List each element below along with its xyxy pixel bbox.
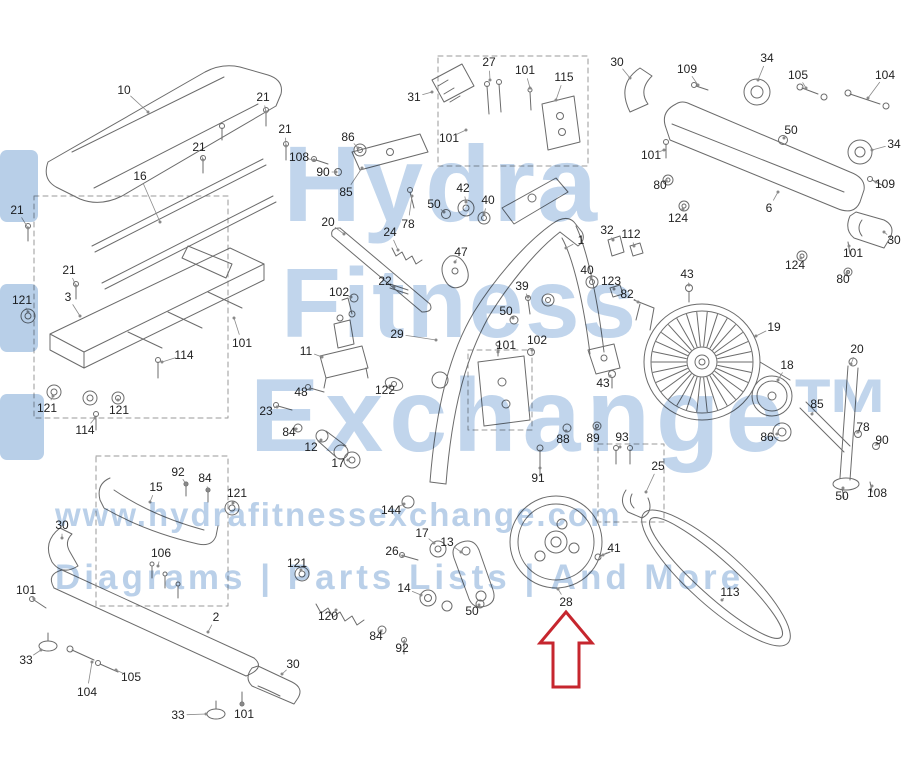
part-stabilizer bbox=[29, 477, 240, 609]
part-links bbox=[273, 377, 404, 469]
part-belt bbox=[641, 509, 791, 647]
leader-lines bbox=[21, 65, 888, 716]
highlight-arrow bbox=[536, 609, 596, 689]
part-seat-plate bbox=[311, 133, 491, 225]
part-base-tube bbox=[38, 569, 301, 720]
part-arm-left bbox=[331, 227, 432, 313]
part-main-frame bbox=[429, 177, 621, 485]
part-flywheel bbox=[643, 303, 793, 421]
part-pulley-crank bbox=[399, 495, 611, 612]
part-spring-120 bbox=[294, 566, 407, 655]
dashed-boxes bbox=[33, 55, 665, 607]
part-center-plate bbox=[349, 293, 651, 519]
part-top-bracket bbox=[431, 63, 581, 151]
part-handlebar bbox=[624, 67, 893, 277]
part-pins bbox=[25, 107, 289, 300]
part-seatpost-hardware bbox=[585, 235, 693, 389]
part-cover bbox=[45, 65, 282, 203]
part-rear-post bbox=[772, 357, 880, 499]
part-rails bbox=[91, 158, 277, 290]
part-spring-link bbox=[389, 247, 469, 295]
part-hydraulic bbox=[319, 297, 369, 389]
